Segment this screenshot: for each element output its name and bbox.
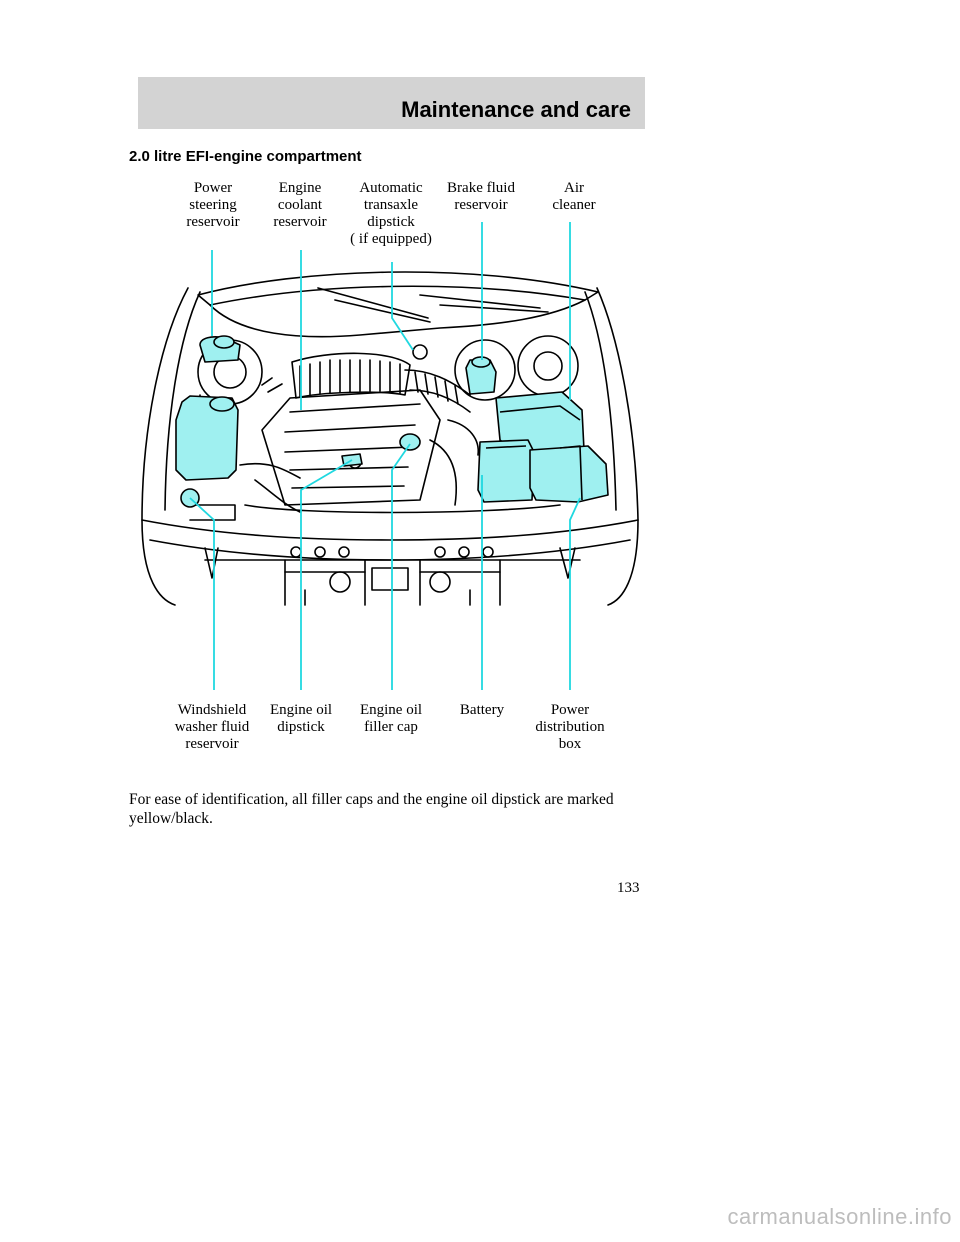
callout-battery: Battery (459, 702, 505, 718)
footer-watermark: carmanualsonline.info (727, 1204, 952, 1229)
page-header-title: Maintenance and care (401, 97, 631, 122)
section-title: 2.0 litre EFI-engine compartment (129, 148, 362, 165)
identification-note: For ease of identification, all filler c… (129, 791, 614, 827)
header-band: Maintenance and care (138, 77, 645, 129)
page-number: 133 (617, 880, 640, 896)
